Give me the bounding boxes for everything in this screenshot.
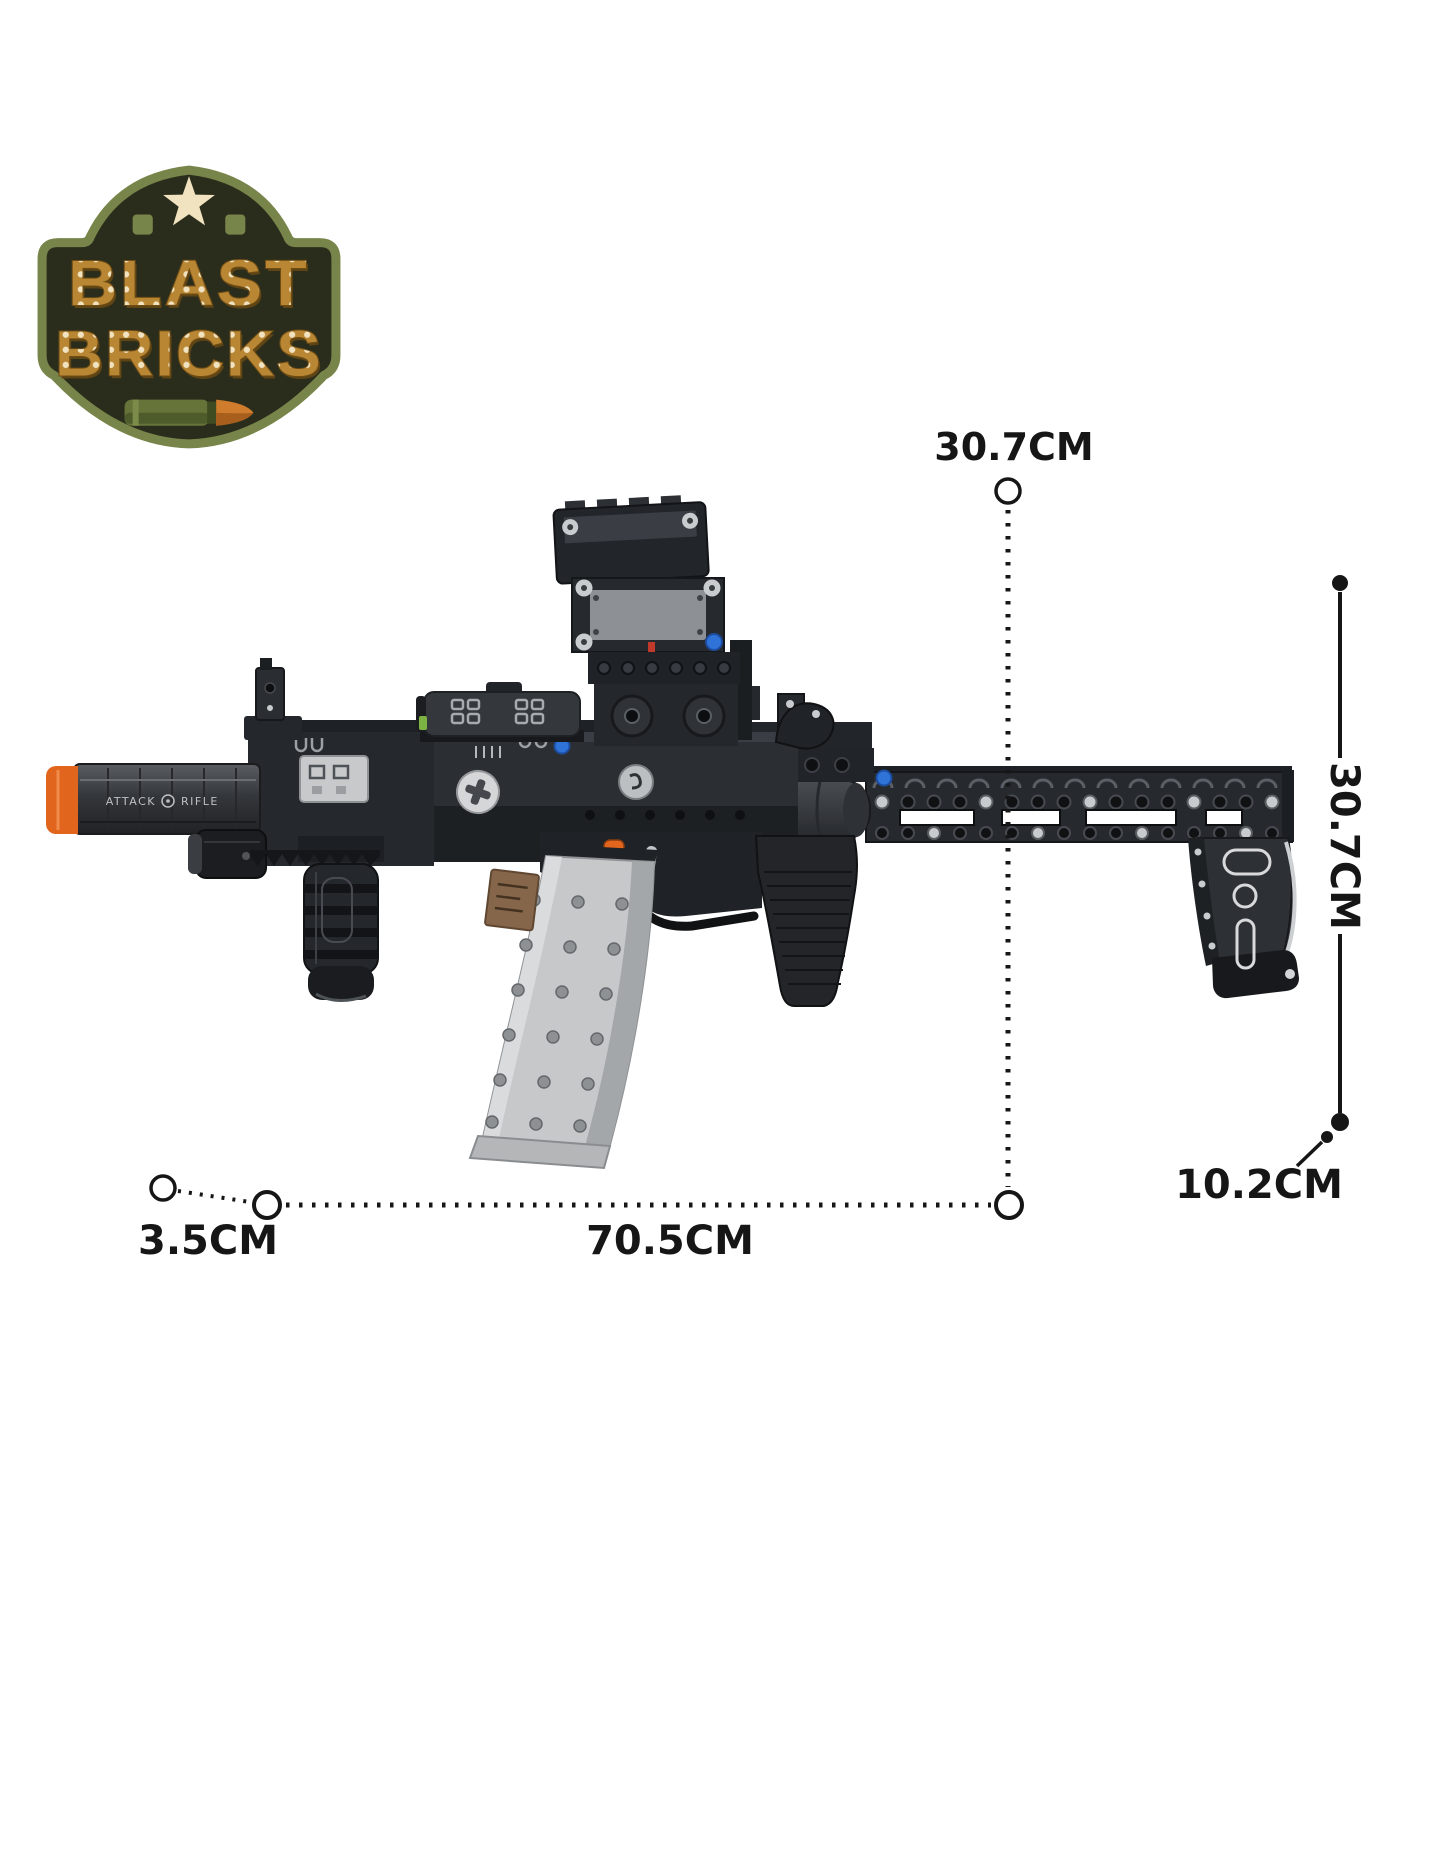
dimension-label-top-height: 30.7CM	[934, 425, 1094, 469]
stock-rail	[865, 766, 1294, 843]
front-sight	[244, 658, 302, 740]
badge-shape	[37, 165, 341, 449]
magazine-label	[484, 868, 540, 932]
blast-bricks-logo: BLAST BLAST BRICKS BRICKS	[37, 165, 341, 449]
dimension-label-muzzle: 3.5CM	[137, 1218, 279, 1264]
logo-word-1-shadow: BLAST	[70, 250, 312, 322]
pistol-grip	[754, 835, 858, 1007]
charging-handle	[752, 686, 835, 750]
dimension-label-length: 70.5CM	[586, 1218, 754, 1264]
laser-sight	[416, 682, 584, 742]
phillips-screw	[456, 770, 500, 814]
green-accent	[419, 716, 427, 730]
logo-word-2-shadow: BRICKS	[57, 320, 325, 392]
star-icon	[163, 176, 215, 226]
dimension-label-stock: 10.2CM	[1175, 1162, 1343, 1208]
svg-text:RIFLE: RIFLE	[181, 795, 219, 808]
badge-square-right	[225, 214, 246, 235]
logo-word-1: BLAST	[68, 247, 310, 319]
buttstock	[1188, 837, 1299, 999]
dimension-label-side-height: 30.7CM	[1321, 762, 1367, 930]
suppressor: ATTACK RIFLE	[46, 763, 261, 835]
badge-square-left	[132, 214, 153, 235]
foregrip	[250, 836, 384, 1002]
bullet-icon	[124, 399, 254, 426]
logo-word-2: BRICKS	[55, 317, 323, 389]
flashlight	[188, 829, 267, 879]
muzzle-tip	[46, 766, 78, 834]
svg-text:ATTACK: ATTACK	[106, 795, 156, 808]
magazine	[468, 844, 658, 1170]
suppressor-engraving: ATTACK RIFLE	[106, 794, 219, 808]
blue-pin	[705, 633, 723, 651]
magazine-studs	[485, 893, 629, 1133]
red-dot-sight	[552, 495, 752, 746]
